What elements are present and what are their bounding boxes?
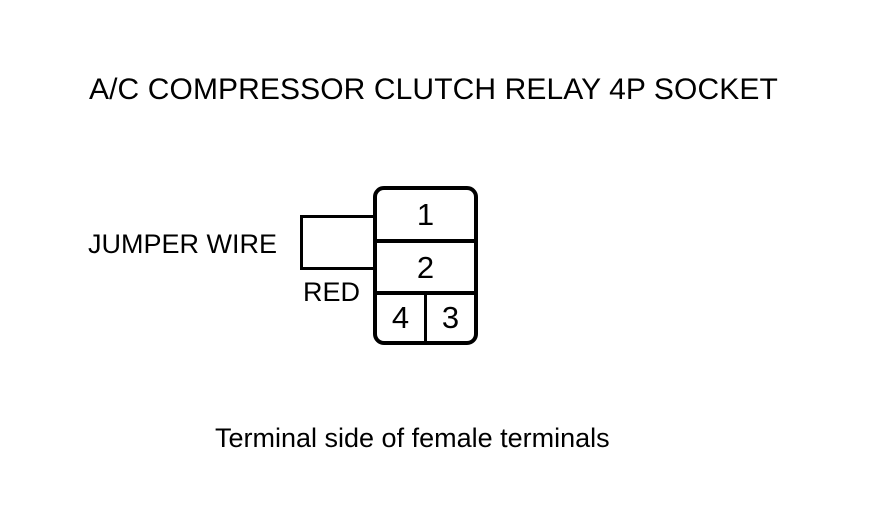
wire-color-label-red: RED <box>303 277 361 307</box>
pin-terminal-4: 4 <box>377 295 427 341</box>
relay-socket-connector: 1 2 4 3 <box>373 186 478 345</box>
connector-row-1: 1 <box>377 190 474 239</box>
pin-terminal-1: 1 <box>416 197 435 232</box>
pin-terminal-3: 3 <box>441 299 460 335</box>
page-title: A/C COMPRESSOR CLUTCH RELAY 4P SOCKET <box>89 73 778 106</box>
jumper-wire-loop <box>300 215 376 270</box>
connector-row-3: 4 3 <box>377 291 474 341</box>
jumper-wire-label: JUMPER WIRE <box>88 229 277 259</box>
diagram-caption: Terminal side of female terminals <box>215 423 610 453</box>
connector-row-2: 2 <box>377 239 474 291</box>
pin-terminal-2: 2 <box>416 249 435 285</box>
